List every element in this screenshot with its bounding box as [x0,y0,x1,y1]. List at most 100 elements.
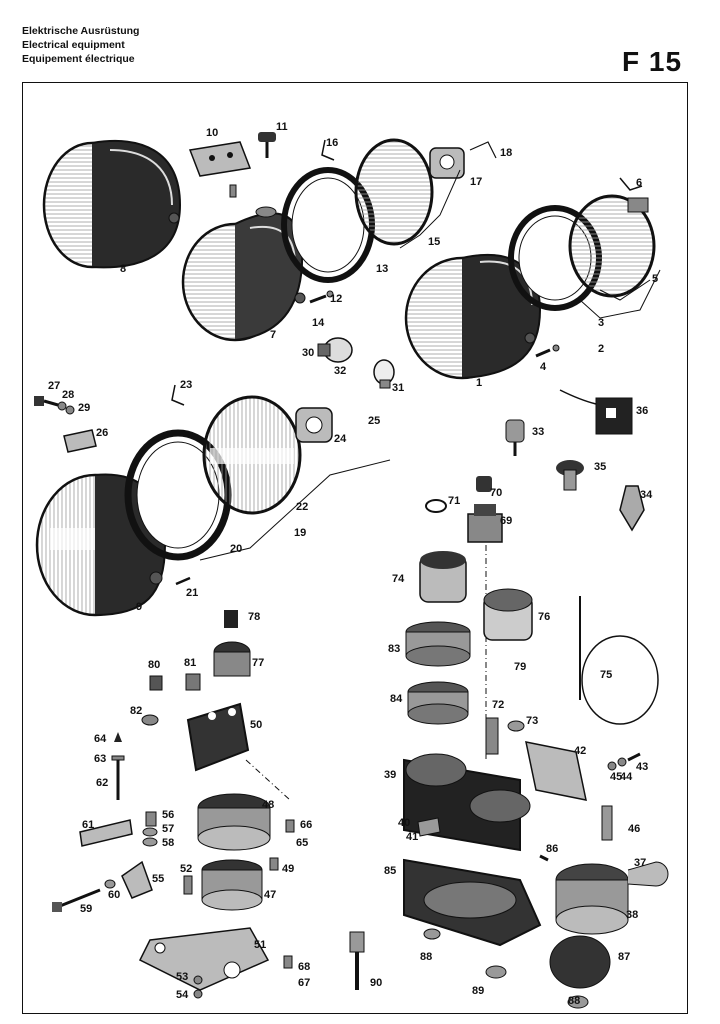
part-label-4: 4 [540,361,547,373]
diagram-frame [22,82,688,1014]
part-label-55: 55 [152,873,164,885]
part-label-63: 63 [94,753,106,765]
part-label-39: 39 [384,769,396,781]
part-label-31: 31 [392,382,404,394]
part-label-74: 74 [392,573,405,585]
cable-75 [579,596,659,725]
header-titles: Elektrische Ausrüstung Electrical equipm… [22,24,139,66]
part-label-26: 26 [96,427,108,439]
part-label-64: 64 [94,733,107,745]
part-label-48: 48 [262,799,274,811]
sender-34 [619,485,645,532]
part-label-23: 23 [180,379,192,391]
screws-4 [535,344,560,358]
part-label-36: 36 [636,405,648,417]
part-label-16: 16 [326,137,338,149]
part-label-20: 20 [230,543,242,555]
part-label-35: 35 [594,461,606,473]
part-label-89: 89 [472,985,484,997]
key-11 [258,132,276,158]
part-label-84: 84 [390,693,403,705]
headlamp-1 [404,253,542,380]
trim-ring-20 [124,429,232,561]
lens-unit-15 [354,138,434,246]
part-label-76: 76 [538,611,550,623]
bracket-50 [186,702,250,772]
part-label-53: 53 [176,971,188,983]
part-label-78: 78 [248,611,260,623]
base-85 [403,858,542,947]
part-label-51: 51 [254,939,266,951]
socket-24 [295,407,333,443]
part-label-3: 3 [598,317,604,329]
part-label-34: 34 [640,489,653,501]
part-label-88: 88 [568,995,580,1007]
part-label-38: 38 [626,909,638,921]
part-label-37: 37 [634,857,646,869]
part-label-87: 87 [618,951,630,963]
screws-43-45 [607,752,641,771]
title-english: Electrical equipment [22,39,125,51]
part-label-25: 25 [368,415,380,427]
part-label-5: 5 [652,273,658,285]
part-label-10: 10 [206,127,218,139]
part-label-85: 85 [384,865,396,877]
part-label-59: 59 [80,903,92,915]
bracket-10 [188,141,252,177]
part-label-18: 18 [500,147,512,159]
sender-90 [349,931,365,990]
part-label-2: 2 [598,343,604,355]
part-label-32: 32 [334,365,346,377]
headlamp-8 [42,140,182,269]
part-label-17: 17 [470,176,482,188]
part-label-40: 40 [398,817,410,829]
plate-26 [63,429,97,453]
ring-84 [407,681,469,725]
part-label-28: 28 [62,389,74,401]
part-label-67: 67 [298,977,310,989]
part-label-81: 81 [184,657,196,669]
part-label-19: 19 [294,527,306,539]
cover-87 [549,935,611,989]
part-label-52: 52 [180,863,192,875]
fasteners-27-29 [34,396,75,415]
title-french: Equipement électrique [22,53,135,65]
part-label-77: 77 [252,657,264,669]
part-label-71: 71 [448,495,460,507]
part-label-62: 62 [96,777,108,789]
connector-36 [559,389,633,435]
part-label-80: 80 [148,659,160,671]
bracket-42 [525,741,587,801]
part-label-12: 12 [330,293,342,305]
part-label-56: 56 [162,809,174,821]
part-label-60: 60 [108,889,120,901]
housing-38 [555,861,669,935]
part-label-7: 7 [270,329,276,341]
part-label-66: 66 [300,819,312,831]
lens-unit-5 [568,194,656,298]
bulb-31 [373,359,395,389]
part-label-50: 50 [250,719,262,731]
switch-33 [505,419,525,456]
part-label-68: 68 [298,961,310,973]
part-label-58: 58 [162,837,174,849]
part-label-24: 24 [334,433,347,445]
ignition-switch-77 [213,610,251,677]
part-label-65: 65 [296,837,308,849]
switch-35 [556,460,584,491]
bulb-32 [317,337,353,363]
part-label-22: 22 [296,501,308,513]
collar-48 [197,793,271,851]
part-label-13: 13 [376,263,388,275]
part-label-90: 90 [370,977,382,989]
part-label-11: 11 [276,121,288,133]
part-label-14: 14 [312,317,325,329]
plate-51 [138,927,270,991]
lens-unit-22 [202,395,302,515]
screws-12-14 [309,290,334,304]
gauge-74 [419,551,467,603]
part-label-75: 75 [600,669,612,681]
part-label-29: 29 [78,402,90,414]
